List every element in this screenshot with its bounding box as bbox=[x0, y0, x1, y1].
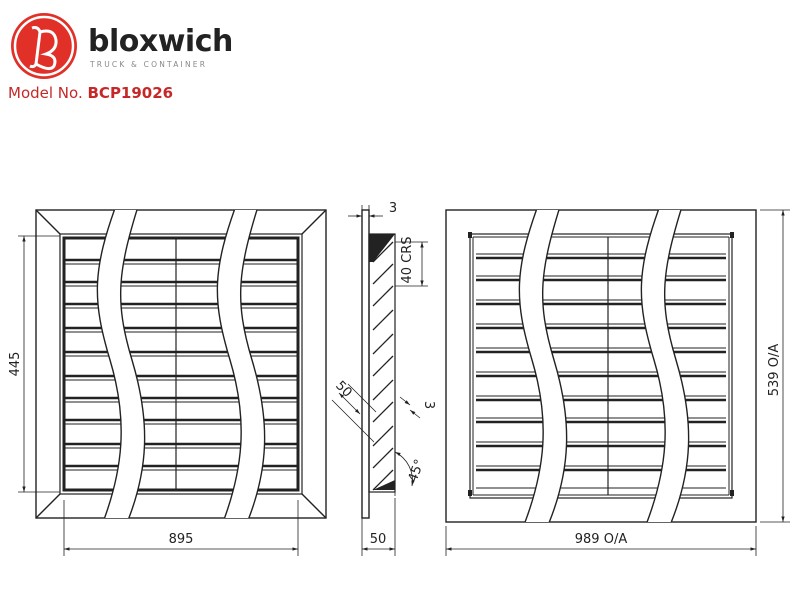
side-dimensions bbox=[331, 205, 428, 556]
louver-length-label: 50 bbox=[332, 378, 354, 400]
model-label: Model No. bbox=[8, 84, 83, 102]
model-number-line: Model No. BCP19026 bbox=[8, 84, 173, 102]
side-thickness-label: 3 bbox=[389, 201, 397, 216]
front-dimensions bbox=[18, 235, 299, 556]
rear-break-lines bbox=[518, 210, 690, 522]
louver-pitch-label: 40 CRS bbox=[400, 236, 415, 283]
brand-tagline: TRUCK & CONTAINER bbox=[90, 60, 208, 69]
rear-view bbox=[445, 209, 757, 523]
front-break-lines bbox=[96, 210, 266, 518]
logo-mark-icon bbox=[11, 13, 77, 79]
side-depth-label: 50 bbox=[370, 532, 387, 547]
model-number: BCP19026 bbox=[87, 84, 174, 102]
rear-dimensions bbox=[445, 209, 790, 556]
louver-angle-label: 45° bbox=[406, 457, 428, 484]
side-view bbox=[361, 209, 396, 519]
brand-logo: bloxwich TRUCK & CONTAINER bbox=[8, 6, 248, 86]
rear-width-label: 989 O/A bbox=[575, 532, 628, 547]
front-height-label: 445 bbox=[8, 352, 23, 377]
louver-thickness-label: 3 bbox=[421, 401, 436, 409]
brand-name: bloxwich bbox=[88, 24, 233, 59]
rear-height-label: 539 O/A bbox=[767, 344, 782, 397]
front-width-label: 895 bbox=[169, 532, 194, 547]
front-view bbox=[35, 209, 327, 519]
